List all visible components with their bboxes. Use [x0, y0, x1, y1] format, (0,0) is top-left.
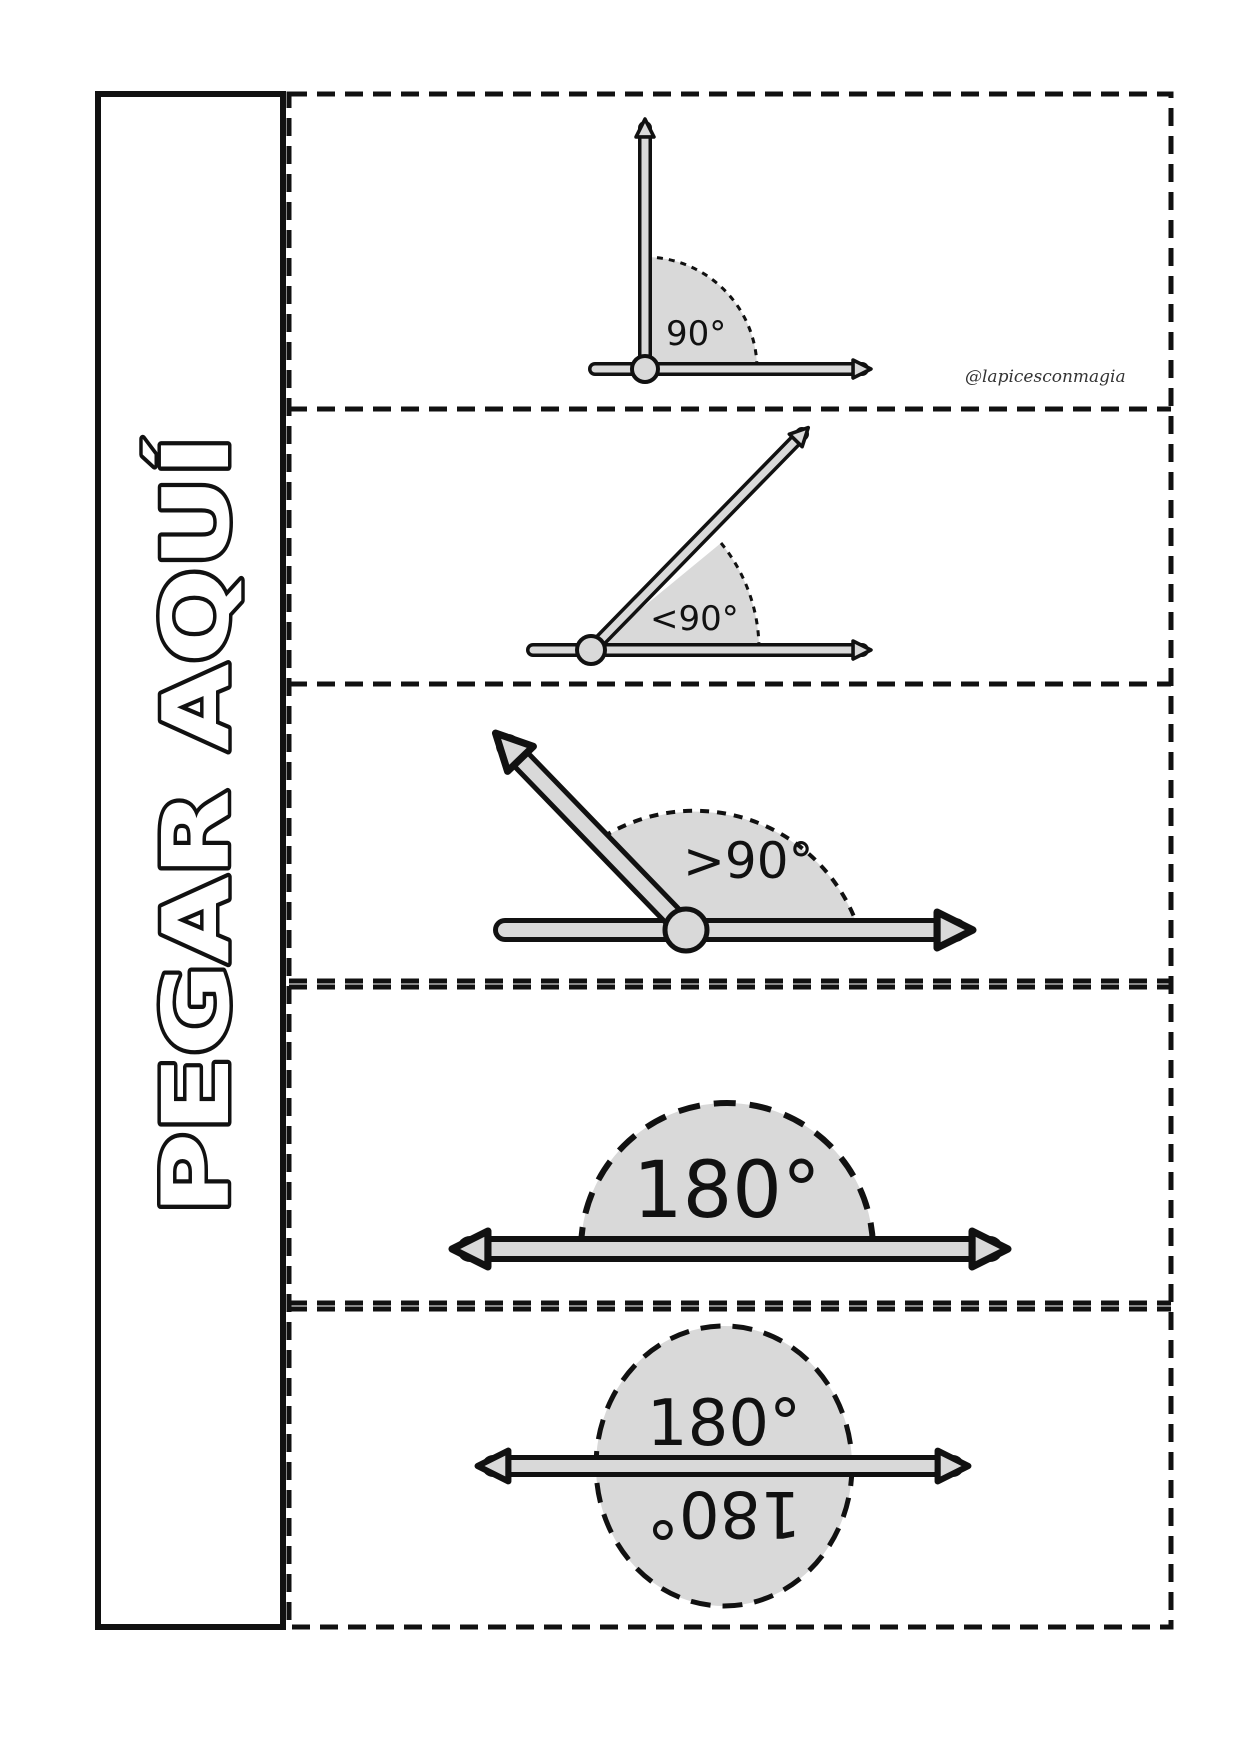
vertex-icon [575, 634, 607, 666]
glue-here-title: PEGAR AQUÍ [142, 435, 250, 1215]
watermark: @lapicesconmagia [965, 367, 1126, 387]
angle-label: 180° [633, 1146, 821, 1236]
card-right-angle[interactable]: 90° @lapicesconmagia [588, 117, 1126, 387]
vertex-icon [662, 906, 710, 954]
angle-arc [645, 257, 757, 369]
angle-label-top: 180° [647, 1387, 801, 1461]
ray-arrow-icon [491, 729, 977, 952]
card-acute-angle[interactable]: <90° [526, 425, 873, 666]
card-obtuse-angle[interactable]: >90° [491, 729, 977, 954]
card-full-angle[interactable]: 180° 180° [474, 1323, 972, 1609]
card-straight-angle[interactable]: 180° [448, 1100, 1012, 1271]
glue-strip [95, 91, 286, 1630]
angle-arc [581, 1103, 873, 1249]
ray-arrow-icon [588, 117, 873, 380]
vertex-icon [630, 354, 660, 384]
angle-label: <90° [650, 599, 739, 639]
angle-label-bottom: 180° [647, 1476, 801, 1550]
angle-arc [591, 543, 760, 650]
angle-label: >90° [683, 832, 814, 890]
cards-outline [286, 91, 1174, 1630]
angle-label: 90° [666, 314, 726, 354]
